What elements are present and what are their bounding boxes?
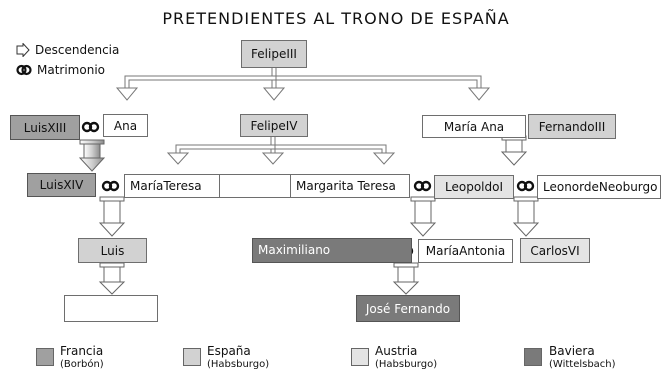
legend-house-dynasty: (Borbón)	[60, 359, 104, 370]
person-felipe3: FelipeIII	[241, 40, 307, 68]
diagram-title: PRETENDIENTES AL TRONO DE ESPAÑA	[162, 9, 510, 28]
person-leopoldo1: LeopoldoI	[434, 175, 514, 199]
connector-lines	[124, 68, 482, 153]
legend-swatch-baviera	[524, 348, 542, 366]
vertical-descent-arrows	[78, 135, 540, 295]
person-maria-teresa: MaríaTeresa	[124, 174, 220, 198]
arrow-leopoldo-carlos6	[512, 196, 540, 237]
legend-swatch-espana	[183, 348, 201, 366]
person-unnamed-heir	[64, 295, 158, 322]
descent-arrow-icon	[16, 43, 30, 57]
person-luis14: LuisXIV	[27, 173, 96, 197]
arrow-felipe4-middle	[261, 152, 285, 165]
person-luis: Luis	[78, 238, 147, 263]
arrow-maximiliano-jose-fernando	[392, 262, 420, 295]
person-leonor: LeonordeNeoburgo	[537, 175, 661, 199]
legend-house-name: Francia	[60, 344, 104, 358]
marriage-rings-icon-margarita-leopoldo	[413, 180, 432, 192]
legend-marriage-label: Matrimonio	[37, 63, 105, 77]
person-felipe4: FelipeIV	[240, 114, 308, 137]
person-jose-fernando: José Fernando	[356, 295, 460, 322]
legend-marriage: Matrimonio	[16, 63, 105, 77]
marriage-rings-icon-leopoldo-leonor	[516, 180, 535, 192]
marriage-rings-icon-luis14-maria-teresa	[101, 180, 120, 192]
legend-descent: Descendencia	[16, 43, 119, 57]
legend-descent-label: Descendencia	[35, 43, 120, 57]
arrow-margarita-maria-antonia	[409, 196, 437, 237]
legend-house-name: Austria	[375, 344, 418, 358]
arrow-felipe4-margarita	[372, 152, 396, 165]
arrow-luis-bottom	[98, 262, 126, 295]
legend-house-name: España	[207, 344, 251, 358]
arrow-felipe3-felipe4	[262, 87, 286, 101]
legend-house-austria: Austria (Habsburgo)	[375, 345, 437, 371]
legend-house-baviera: Baviera (Wittelsbach)	[549, 345, 616, 371]
person-ana: Ana	[103, 114, 148, 137]
person-unnamed-sibling	[219, 174, 291, 198]
legend-house-dynasty: (Habsburgo)	[207, 359, 270, 370]
legend-house-dynasty: (Habsburgo)	[375, 359, 438, 370]
arrow-felipe4-maria-teresa	[166, 152, 190, 165]
person-carlos6: CarlosVI	[520, 238, 590, 263]
person-maria-ana: María Ana	[422, 115, 526, 138]
person-luis13: LuisXIII	[10, 115, 80, 140]
legend-house-name: Baviera	[549, 344, 595, 358]
arrow-maria-ana-leopoldo1	[500, 135, 528, 166]
person-maximiliano: Maximiliano	[252, 238, 412, 263]
legend-swatch-austria	[351, 348, 369, 366]
person-fernando3: FernandoIII	[528, 114, 616, 139]
marriage-rings-icon-luis13-ana	[81, 121, 100, 133]
legend-house-francia: Francia (Borbón)	[60, 345, 104, 371]
legend-house-dynasty: (Wittelsbach)	[549, 359, 616, 370]
legend-house-espana: España (Habsburgo)	[207, 345, 269, 371]
descent-arrows	[115, 87, 491, 165]
arrow-felipe3-maria-ana	[467, 87, 491, 101]
arrow-luis13-luis14	[78, 139, 106, 172]
arrow-felipe3-ana	[115, 87, 139, 101]
legend-swatch-francia	[36, 348, 54, 366]
person-maria-antonia: MaríaAntonia	[418, 239, 513, 263]
arrow-luis14-luis	[98, 196, 126, 237]
marriage-rings-icon	[16, 64, 32, 76]
person-margarita-teresa: Margarita Teresa	[290, 174, 410, 198]
